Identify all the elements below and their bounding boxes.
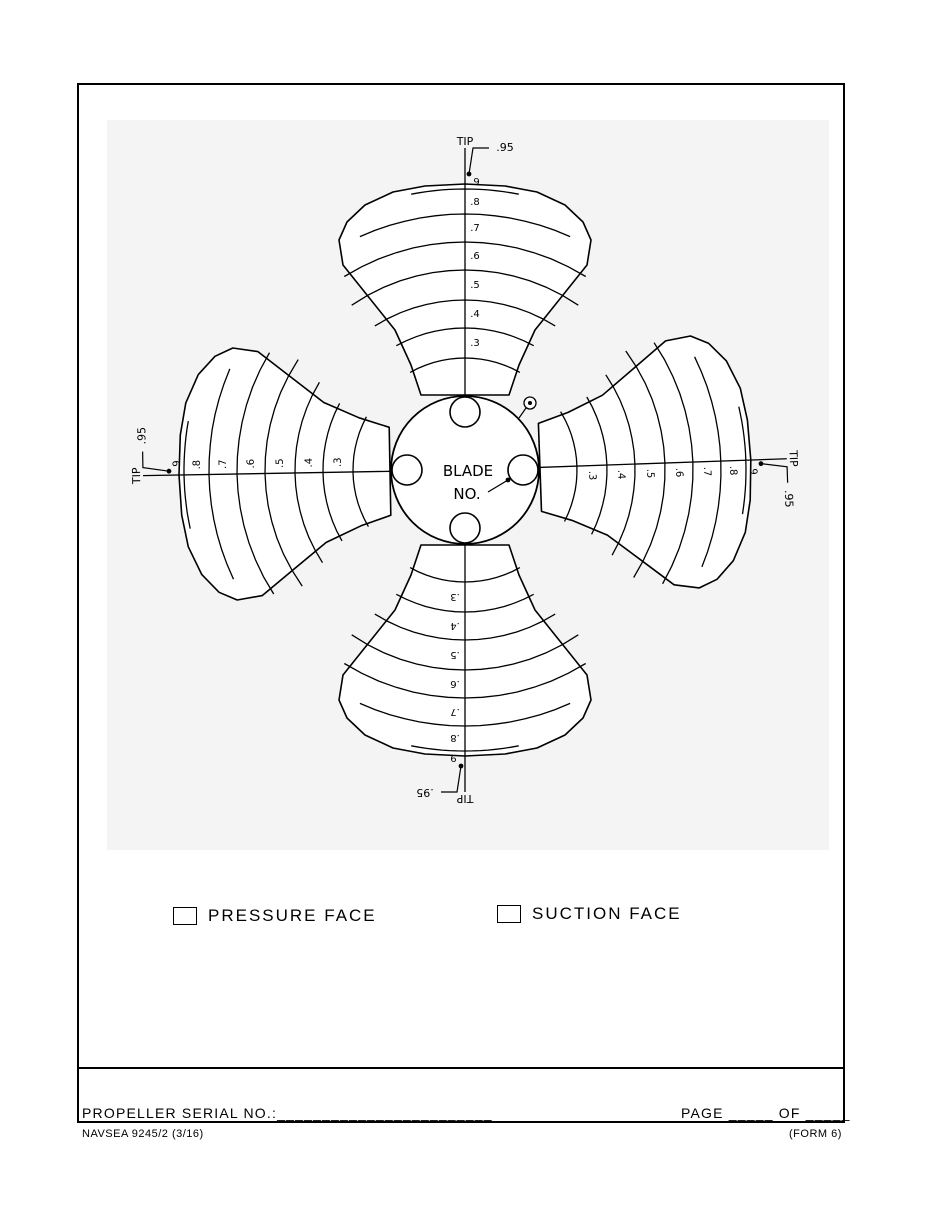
blade-right-tip-label: TIP [786,449,800,467]
hub-bolt-hole [449,396,481,428]
blade-right-tip-leader [760,463,789,483]
blade-top-station-label: .5 [470,280,480,291]
blade-bottom-station-label: .5 [450,649,460,660]
blade-bottom-station-label: .9 [450,752,460,763]
blade-top-tip-fraction-label: .95 [496,141,514,154]
blade-bottom-station-label: .6 [450,678,460,689]
blade-left-tip-leader [142,451,170,472]
suction-face-label: SUCTION FACE [532,904,682,923]
pressure-face-option[interactable]: PRESSURE FACE [173,906,377,926]
blade-bottom-tip-fraction-label: .95 [416,786,434,799]
blade-left-tip-fraction-label: .95 [135,427,148,445]
footer-divider [79,1067,843,1069]
blade-right-centerline [538,458,787,469]
blade-left-outline [178,347,392,601]
blade-top-station-label: .8 [470,197,480,208]
blade-left-station-label: .4 [304,458,315,468]
blade-top-station-label: .7 [470,223,480,234]
form-tag: (FORM 6) [789,1128,842,1140]
blade-bottom-tip-leader [441,765,462,793]
blade-bottom-station-label: .3 [450,591,460,602]
blade-left-station-label: .9 [172,460,183,470]
blade-top-tip-arrowhead [466,171,472,177]
blade-top-station-label: .6 [470,251,480,262]
blade-bottom-tip-arrowhead [458,763,464,769]
blade-right-outline [537,335,752,589]
blade-right-station-label: .6 [673,468,684,478]
pressure-face-label: PRESSURE FACE [208,906,377,925]
blade-right-tip-arrowhead [758,461,764,467]
form-number: NAVSEA 9245/2 (3/16) [82,1128,204,1140]
hub-bolt-hole [449,512,481,544]
blade-top-station-label: .4 [470,309,480,320]
blade-mark-stem [518,407,527,419]
blade-left-tip-arrowhead [166,468,172,474]
blade-left-station-label: .6 [246,459,257,469]
blade-top-station-label: .9 [470,177,480,188]
blade-left-station-label: .3 [333,457,344,467]
blade-top-tip-label: TIP [456,135,474,148]
blade-right-tip-fraction-label: .95 [782,490,796,508]
blade-top-tip-leader [468,147,489,175]
hub-label-leader [487,479,509,493]
blade-bottom-tip-label: TIP [456,792,474,805]
hub-bolt-hole [507,454,539,486]
hub-label-arrowhead [505,477,511,483]
blade-bottom-station-label: .7 [450,706,460,717]
blade-left-station-label: .8 [192,460,203,470]
blade-left-tip-label: TIP [130,467,143,485]
hub-label-line2: NO. [453,485,480,503]
blade-right-station-label: .4 [615,470,626,480]
hub-label-line1: BLADE [443,462,493,480]
blade-left-station-label: .5 [275,458,286,468]
blade-bottom-station-label: .8 [450,732,460,743]
blade-right-station-label: .7 [701,467,712,477]
blade-left-centerline [143,470,392,477]
blade-right-station-label: .9 [747,465,758,475]
pressure-face-checkbox[interactable] [173,907,197,925]
hub-label-backdrop: BLADE [443,462,493,480]
blade-bottom-station-label: .4 [450,620,460,631]
blade-mark-dot [528,401,532,405]
hub-bolt-hole [391,454,423,486]
blade-left-station-label: .7 [218,459,229,469]
page-of-field[interactable]: PAGE _____ OF _____ [681,1105,851,1121]
blade-top-station-label: .3 [470,338,480,349]
hub-circle [390,395,540,545]
blade-right-station-label: .5 [644,469,655,479]
propeller-serial-field[interactable]: PROPELLER SERIAL NO.:___________________… [82,1105,493,1121]
blade-right-station-label: .8 [727,466,738,476]
suction-face-option[interactable]: SUCTION FACE [497,904,682,924]
suction-face-checkbox[interactable] [497,905,521,923]
blade-right-station-label: .3 [586,471,597,481]
